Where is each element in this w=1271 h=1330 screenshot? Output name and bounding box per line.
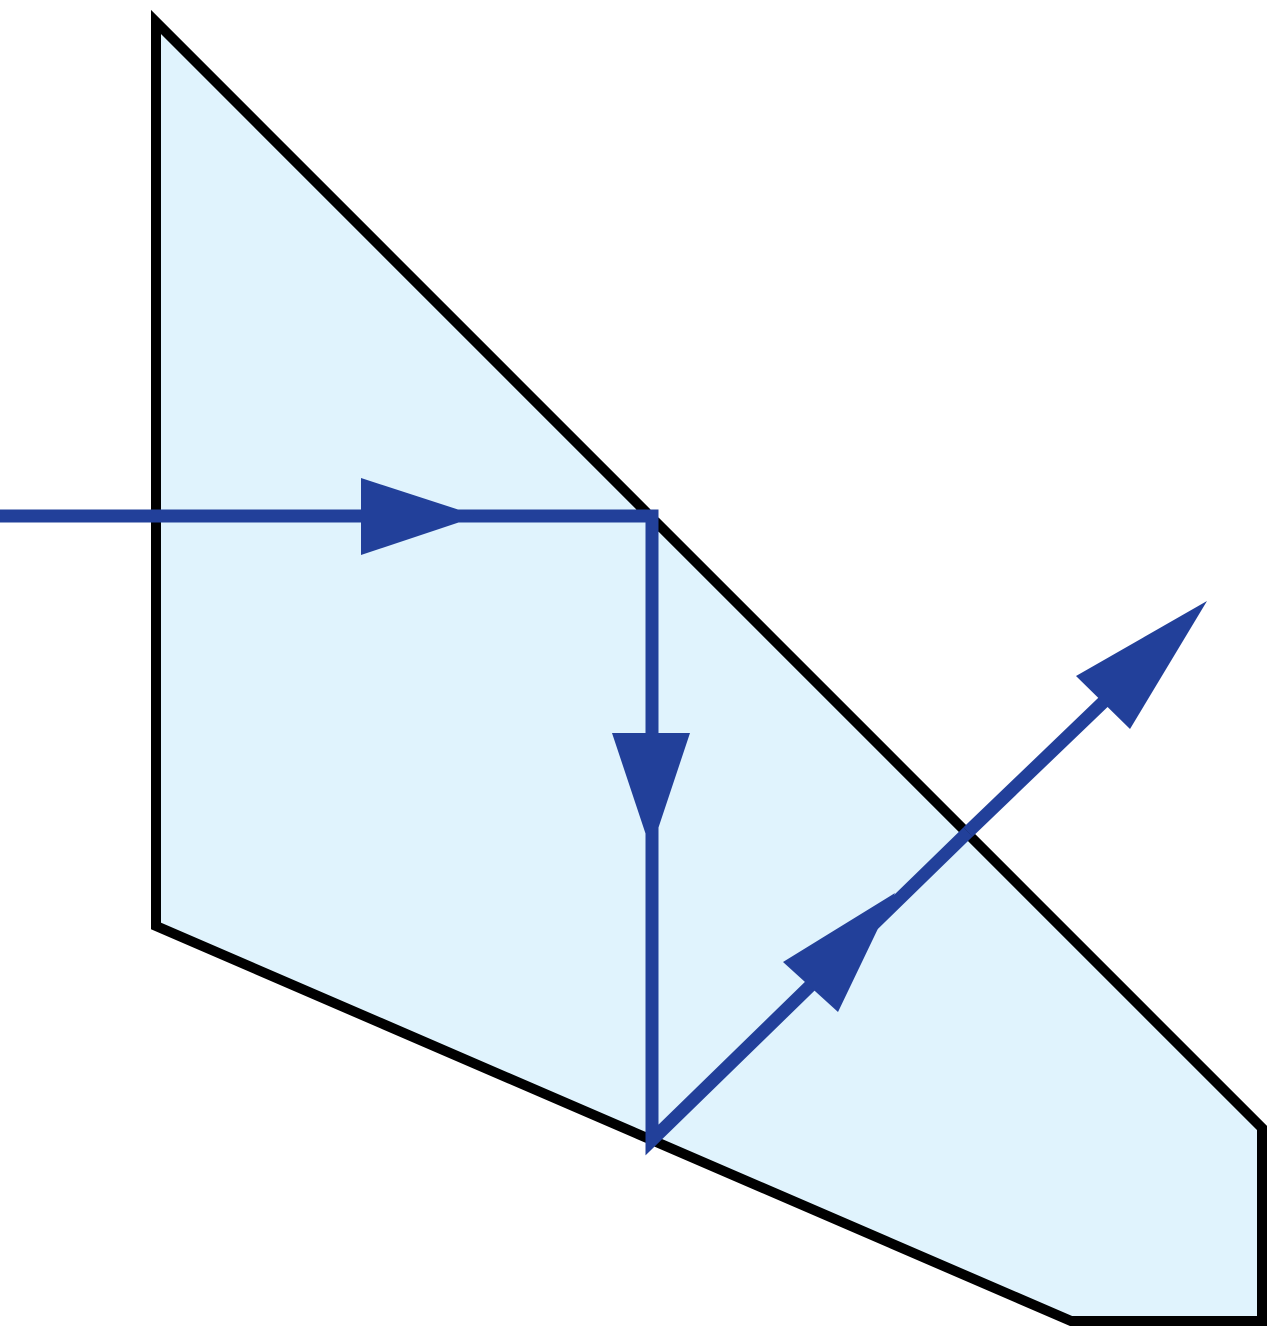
arrowhead-reflected-up — [783, 893, 895, 1012]
ray-path-exit — [963, 681, 1125, 837]
arrowhead-exit — [1076, 601, 1207, 729]
arrowhead-incident — [361, 478, 478, 555]
prism-body — [151, 9, 1267, 1326]
arrowhead-reflected-down — [612, 733, 690, 850]
light-ray — [0, 478, 1207, 1156]
